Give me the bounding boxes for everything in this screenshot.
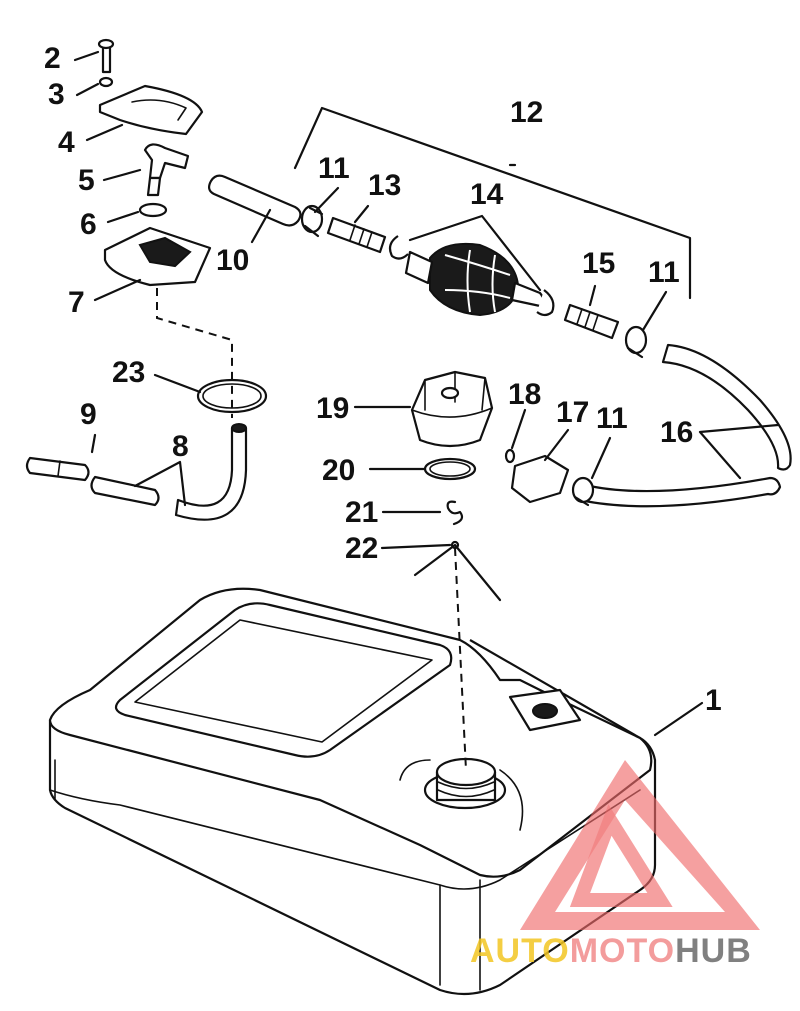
watermark-hub: HUB (675, 932, 752, 970)
plate-4 (98, 84, 204, 136)
callout-13: 13 (368, 169, 401, 202)
cap-parts (410, 370, 502, 602)
watermark-moto: MOTO (570, 932, 675, 970)
watermark-logo: AUTOMOTOHUB (470, 760, 760, 970)
pickup-mount-plate (508, 688, 582, 732)
clamp-11-left (300, 204, 324, 238)
fuel-tank (48, 587, 657, 996)
callout-3: 3 (48, 78, 65, 111)
svg-text:AUTOMOTOHUB: AUTOMOTOHUB (470, 932, 752, 970)
callout-18: 18 (508, 378, 541, 411)
callout-22: 22 (345, 532, 378, 565)
retainer-22 (413, 543, 502, 602)
callout-21: 21 (345, 496, 378, 529)
callout-17: 17 (556, 396, 589, 429)
watermark-auto: AUTO (470, 932, 570, 970)
hose-16-upper (661, 343, 792, 471)
hose-10 (207, 174, 302, 227)
callout-10: 10 (216, 244, 249, 277)
callout-15: 15 (582, 247, 615, 280)
callout-9: 9 (80, 398, 97, 431)
fitting-13 (326, 216, 387, 254)
clip-21 (446, 500, 464, 526)
elbow-5 (143, 143, 190, 180)
hose-8-elbow (174, 426, 248, 521)
callout-1: 1 (705, 684, 722, 717)
callout-11-b: 11 (648, 256, 680, 289)
o-ring-6 (138, 202, 168, 218)
assembly-lines (156, 288, 467, 771)
callout-11-c: 11 (596, 402, 628, 435)
hose-16-lower (578, 476, 782, 508)
callout-23: 23 (112, 356, 145, 389)
callout-20: 20 (322, 454, 355, 487)
callout-5: 5 (78, 164, 95, 197)
part-18 (504, 448, 516, 464)
left-parts (25, 38, 268, 521)
callout-16: 16 (660, 416, 693, 449)
callout-14: 14 (470, 178, 504, 211)
callout-4: 4 (58, 126, 75, 159)
primer-bulb (404, 242, 545, 317)
washer-3 (98, 76, 114, 88)
callout-8: 8 (172, 430, 189, 463)
clip-14-left (388, 235, 409, 260)
o-ring-23 (196, 378, 268, 414)
fuel-cap-19 (410, 370, 494, 448)
clamp-11-right (624, 325, 648, 359)
callout-2: 2 (44, 42, 61, 75)
bracket-12 (293, 106, 692, 300)
clip-14-right (536, 289, 555, 317)
fitting-15 (563, 303, 620, 340)
callout-6: 6 (80, 208, 97, 241)
callout-12: 12 (510, 96, 543, 129)
hose-8-straight (90, 475, 160, 507)
callout-7: 7 (68, 286, 85, 319)
hose-9 (25, 456, 90, 482)
leader-lines (73, 50, 780, 737)
callout-11-a: 11 (318, 152, 350, 185)
fitting-17 (510, 454, 570, 504)
clamp-11-lower (571, 476, 595, 507)
filler-neck (399, 757, 524, 831)
callout-labels: 1 2 3 4 5 6 7 8 9 10 11 11 11 12 13 14 1… (44, 42, 722, 717)
callout-19: 19 (316, 392, 349, 425)
fuel-line-assembly (207, 174, 792, 508)
